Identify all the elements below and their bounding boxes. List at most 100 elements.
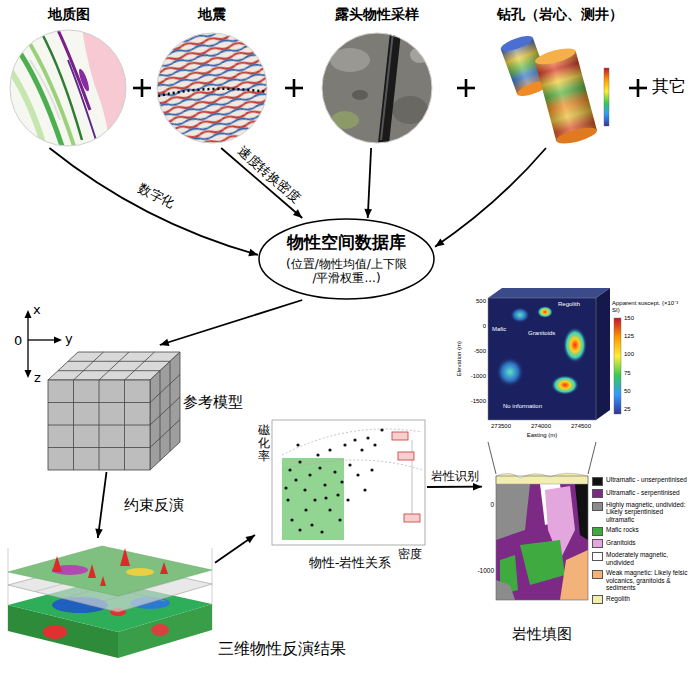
scatter-plot-picture [380, 428, 383, 431]
legend-text: Ultramafic - unserpentinised [606, 476, 692, 483]
legend-text: Granitoids [606, 539, 692, 546]
seismic-picture [155, 30, 270, 145]
free-label: -500 [466, 348, 486, 355]
source-item: 地质图 [5, 4, 132, 148]
borehole-picture [555, 124, 599, 146]
free-label: 100 [624, 351, 634, 358]
legend-entry: Granitoids [592, 539, 692, 549]
susceptibility-cube-picture [488, 442, 496, 474]
susceptibility-cube-picture [488, 298, 596, 420]
arrow-head [435, 239, 445, 247]
connector-line [49, 148, 258, 255]
susceptibility-cube-picture [563, 327, 587, 363]
susceptibility-cube-picture [510, 307, 530, 323]
scatter-plot-picture [282, 429, 422, 455]
connector [215, 535, 255, 563]
result-caption: 三维物性反演结果 [218, 639, 380, 658]
reference-model-block [74, 352, 104, 380]
free-label: 磁化率 [258, 424, 270, 464]
lithology-section-picture [496, 482, 588, 600]
scatter-plot-picture [298, 460, 301, 463]
borehole-picture [534, 45, 599, 147]
geologic-map-picture [58, 30, 90, 110]
scatter-plot-picture [353, 438, 356, 441]
source-item: 露头物性采样 [318, 4, 436, 148]
free-label: Elevation (m) [456, 340, 463, 375]
axis-arrows [25, 370, 32, 378]
susceptibility-cube-picture [551, 375, 579, 395]
inversion-result: 三维物性反演结果 [2, 538, 215, 662]
susceptibility-cube-picture [488, 288, 610, 298]
legend-text: Weak magnetic: Likely felsic volcanics, … [606, 569, 692, 591]
legend: Ultramafic - unserpentinisedUltramafic -… [592, 476, 692, 607]
inversion-3d-picture [52, 548, 168, 586]
legend-entry: Moderately magnetic, undivided [592, 551, 692, 566]
borehole-picture [604, 68, 609, 126]
reference-model-block [99, 352, 129, 380]
free-label: Regolith [558, 301, 580, 308]
scatter-plot-picture [310, 523, 313, 526]
lithology-section-picture [520, 540, 565, 585]
scatter-plot-picture [366, 436, 369, 439]
scatter-plot-picture [284, 486, 287, 489]
geologic-map-picture [30, 60, 60, 120]
ellipse-title: 物性空间数据库 [258, 232, 435, 252]
outcrop-picture [331, 111, 359, 129]
free-label: 75 [624, 370, 631, 377]
reference-model-block [150, 397, 180, 425]
free-label: 150 [624, 315, 634, 322]
legend-swatch [592, 552, 603, 561]
reference-model-block [48, 380, 150, 470]
outcrop-picture [320, 28, 435, 148]
legend-swatch [592, 570, 603, 579]
geologic-map-picture [8, 28, 130, 150]
axis-arrows [27, 315, 28, 340]
outcrop-picture [322, 33, 432, 143]
scatter-plot-picture [296, 443, 299, 446]
inversion-3d-picture [151, 624, 169, 636]
outcrop-picture [352, 90, 368, 100]
lithology-map: 岩性填图 [482, 470, 692, 655]
legend-text: Ultramafic - serpentinised [606, 489, 692, 496]
scatter-plot-picture [272, 420, 425, 545]
edge-label: 速度转换密度 [233, 142, 305, 207]
legend-swatch [592, 595, 603, 604]
scatter-plot-picture [323, 483, 326, 486]
ellipse-note: (位置/物性均值/上下限 /平滑权重...) [283, 257, 410, 286]
reference-model-block [150, 375, 180, 403]
arrow-head [293, 209, 302, 218]
reference-model-block [68, 361, 170, 362]
legend-text: Highly magnetic, undivided: Likely serpe… [606, 501, 692, 523]
connector-line [98, 472, 107, 538]
scatter-plot-picture [356, 473, 359, 476]
axis-arrows [27, 340, 28, 373]
connector [364, 148, 372, 218]
scatter-plot-picture [404, 514, 420, 522]
free-label: No information [503, 403, 542, 410]
free-label: -1000 [466, 373, 486, 380]
reference-model-block [150, 352, 180, 470]
scatter-plot-picture [316, 453, 319, 456]
legend-entry: Weak magnetic: Likely felsic volcanics, … [592, 569, 692, 591]
scatter-plot-picture [304, 508, 307, 511]
arrow-head [473, 483, 482, 491]
scatter-plot-picture [340, 480, 343, 483]
item-title: 地震 [155, 6, 269, 23]
scatter-plot-picture [412, 440, 413, 514]
scatter-plot-picture [370, 468, 373, 471]
susceptibility-cube-picture [488, 298, 596, 420]
item-title: 钻孔（岩心、测井） [490, 6, 630, 23]
legend-swatch [592, 539, 603, 548]
scatter-plot-picture [313, 498, 316, 501]
connector [95, 472, 106, 538]
outcrop-picture [320, 30, 435, 145]
geologic-map-picture [82, 28, 130, 148]
outcrop-picture [381, 32, 393, 140]
free-label: 50 [624, 388, 631, 395]
free-label: 25 [624, 406, 631, 413]
scatter-plot-picture [333, 470, 336, 473]
source-item: 地震 [155, 4, 269, 148]
axis-arrows [28, 339, 57, 340]
free-label: 0 [14, 333, 22, 349]
